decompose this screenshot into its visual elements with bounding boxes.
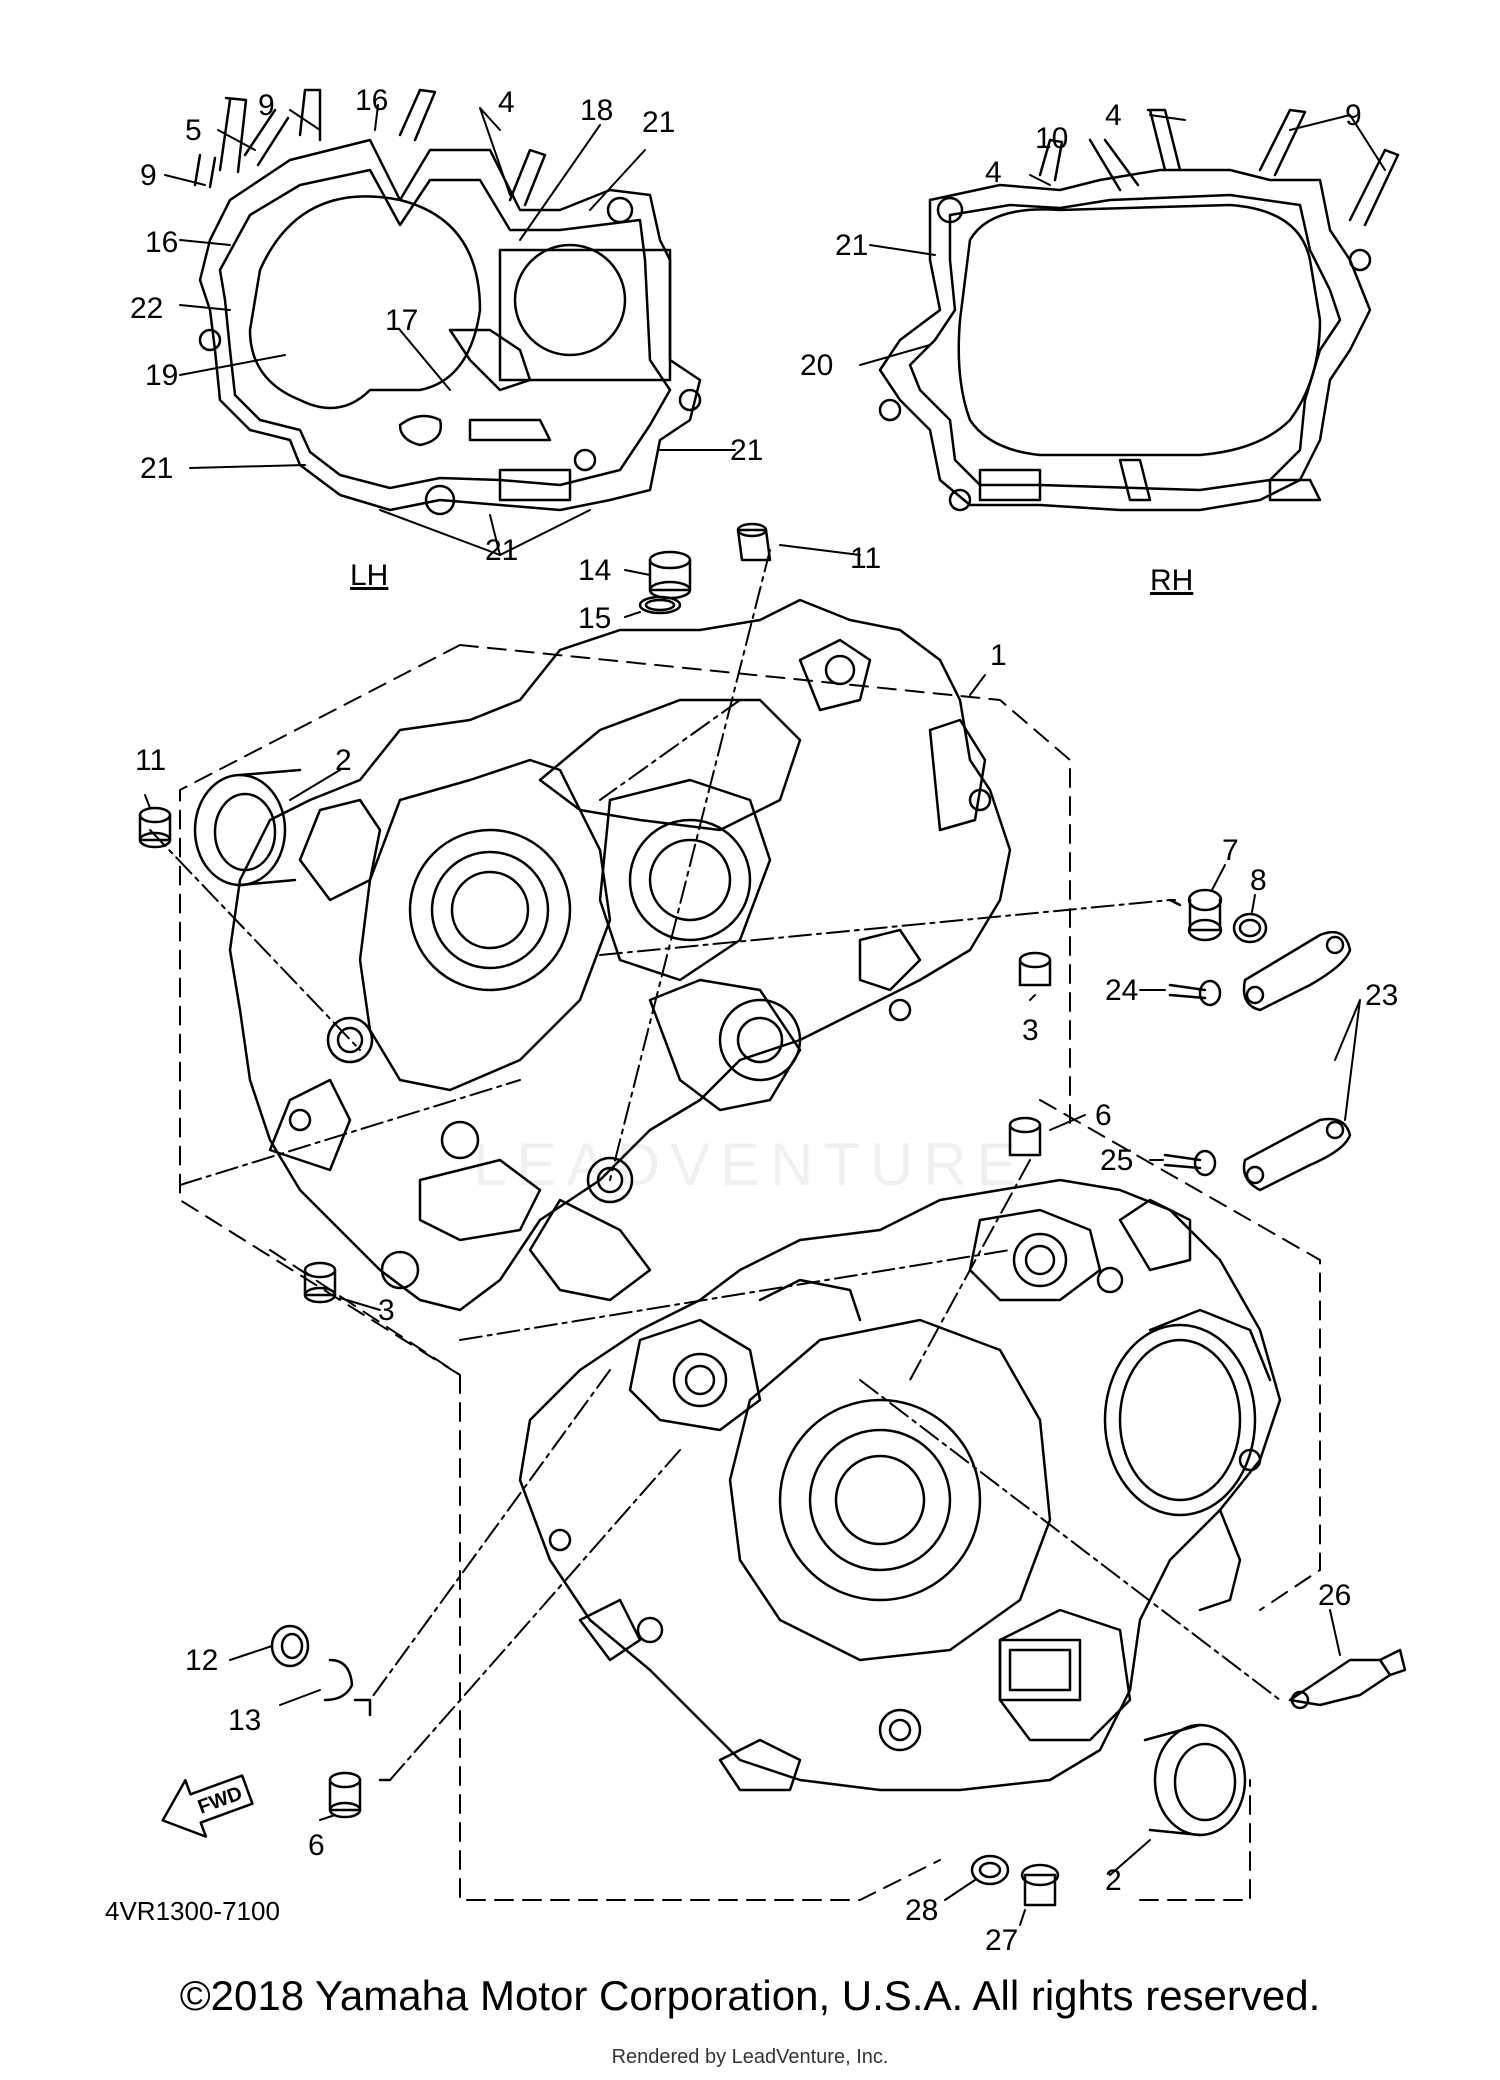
callout-21: 21: [835, 229, 868, 262]
callout-2: 2: [1105, 1864, 1122, 1897]
rh-gasket-view: [878, 108, 1400, 512]
callout-6: 6: [1095, 1099, 1112, 1132]
callout-11: 11: [135, 744, 166, 777]
callout-21: 21: [140, 452, 173, 485]
leader-lines: [144, 104, 1386, 1926]
callout-20: 20: [800, 349, 833, 382]
alignment-lines: [149, 549, 1281, 1781]
rendered-by-notice: Rendered by LeadVenture, Inc.: [611, 2046, 889, 2068]
callout-16: 16: [355, 84, 388, 117]
callout-16: 16: [145, 226, 178, 259]
callout-7: 7: [1222, 834, 1239, 867]
callout-21: 21: [730, 434, 763, 467]
rh-label: RH: [1150, 564, 1193, 597]
callout-4: 4: [498, 86, 515, 119]
callout-21: 21: [642, 106, 675, 139]
callout-28: 28: [905, 1894, 938, 1927]
callout-21: 21: [485, 534, 518, 567]
callout-22: 22: [130, 292, 163, 325]
watermark: LEADVENTURE: [473, 1131, 1026, 1198]
copyright-notice: ©2018 Yamaha Motor Corporation, U.S.A. A…: [179, 1972, 1321, 2019]
callout-9: 9: [258, 89, 275, 122]
callout-26: 26: [1318, 1579, 1351, 1612]
callout-9: 9: [1345, 99, 1362, 132]
callout-4: 4: [1105, 99, 1122, 132]
assembly-outlines: [179, 644, 1321, 1901]
upper-crankcase-half: [228, 598, 1012, 1312]
callout-17: 17: [385, 304, 418, 337]
callout-23: 23: [1365, 979, 1398, 1012]
callout-12: 12: [185, 1644, 218, 1677]
callout-3: 3: [1022, 1014, 1039, 1047]
callout-labels: 9 16 4 18 21 5 9 16 22 17 19 21 21 21 4 …: [130, 84, 1398, 1957]
small-parts: [138, 522, 1407, 1907]
callout-25: 25: [1100, 1144, 1133, 1177]
callout-10: 10: [1035, 122, 1068, 155]
lh-label: LH: [350, 559, 388, 592]
callout-18: 18: [580, 94, 613, 127]
fwd-label: FWD: [195, 1782, 245, 1818]
callout-11: 11: [850, 542, 881, 575]
callout-5: 5: [185, 114, 202, 147]
callout-14: 14: [578, 554, 611, 587]
callout-1: 1: [990, 639, 1007, 672]
fwd-arrow-icon: [161, 1774, 254, 1838]
lh-gasket-view: [193, 88, 702, 516]
callout-2: 2: [335, 744, 352, 777]
callout-9: 9: [140, 159, 157, 192]
callout-6: 6: [308, 1829, 325, 1862]
part-code: 4VR1300-7100: [105, 1896, 280, 1926]
lower-crankcase-half: [518, 1178, 1282, 1792]
crankcase-exploded-diagram: LEADVENTURE 9 16 4 18 21 5 9 16 22 17 19…: [105, 84, 1407, 1957]
callout-3: 3: [378, 1294, 395, 1327]
callout-19: 19: [145, 359, 178, 392]
callout-24: 24: [1105, 974, 1138, 1007]
callout-8: 8: [1250, 864, 1267, 897]
callout-13: 13: [228, 1704, 261, 1737]
callout-4: 4: [985, 156, 1002, 189]
callout-27: 27: [985, 1924, 1018, 1957]
callout-15: 15: [578, 602, 611, 635]
